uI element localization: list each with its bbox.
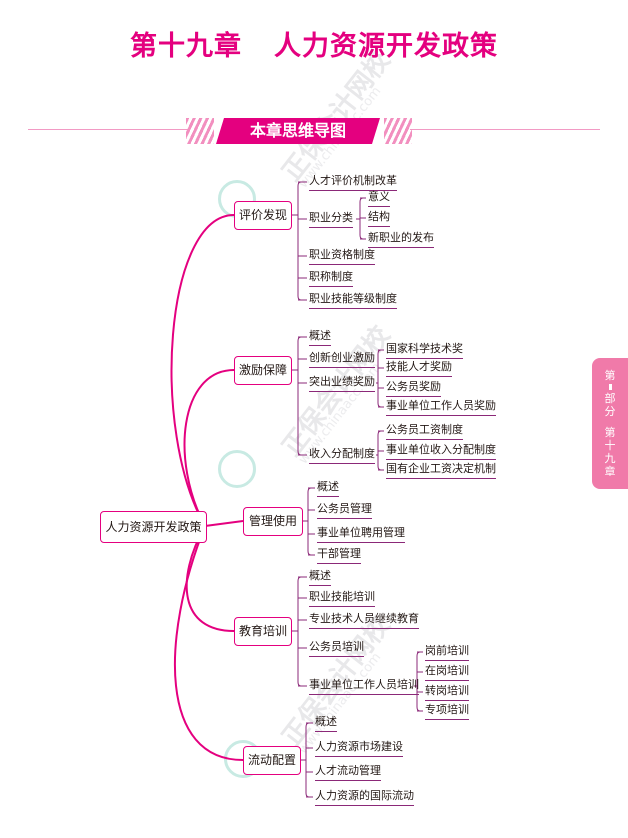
leaf-node: 人才流动管理 bbox=[315, 764, 381, 781]
connector-root-guanli bbox=[204, 520, 244, 527]
leaf-node: 突出业绩奖励 bbox=[309, 375, 375, 392]
connector-root-pingjia bbox=[170, 214, 235, 527]
side-tab-char: 第 bbox=[604, 426, 616, 439]
chapter-number: 第十九章 bbox=[130, 31, 242, 62]
mindmap-root: 人力资源开发政策 bbox=[100, 511, 207, 543]
leaf-node: 国有企业工资决定机制 bbox=[386, 462, 496, 479]
leaf-node: 人力资源市场建设 bbox=[315, 740, 403, 757]
leaf-node: 收入分配制度 bbox=[309, 447, 375, 464]
chapter-side-tab[interactable]: 第 部 分 第 十 九 章 bbox=[592, 358, 628, 489]
leaf-node: 岗前培训 bbox=[425, 644, 469, 661]
part-number-mark bbox=[608, 384, 612, 390]
branch-pingjia-faxian: 评价发现 bbox=[234, 201, 292, 230]
chapter-title: 第十九章 人力资源开发政策 bbox=[0, 24, 628, 63]
leaf-node: 职业分类 bbox=[309, 211, 353, 228]
leaf-node: 专业技术人员继续教育 bbox=[309, 612, 419, 629]
leaf-node: 创新创业激励 bbox=[309, 351, 375, 368]
leaf-node: 新职业的发布 bbox=[368, 231, 434, 248]
leaf-node: 概述 bbox=[317, 480, 339, 497]
side-tab-char: 分 bbox=[604, 405, 616, 418]
banner-rule-left bbox=[28, 129, 188, 130]
connector-root-jiaoyu bbox=[185, 525, 235, 632]
banner-stripes-left bbox=[186, 118, 214, 144]
leaf-node: 概述 bbox=[309, 569, 331, 586]
leaf-node: 公务员培训 bbox=[309, 640, 364, 657]
leaf-node: 人力资源的国际流动 bbox=[315, 789, 414, 806]
side-tab-char: 十 bbox=[604, 439, 616, 452]
leaf-node: 公务员管理 bbox=[317, 502, 372, 519]
leaf-node: 职业技能培训 bbox=[309, 590, 375, 607]
leaf-node: 事业单位收入分配制度 bbox=[386, 443, 496, 460]
section-banner: 本章思维导图 bbox=[216, 118, 380, 144]
branch-liudong-peizhi: 流动配置 bbox=[243, 746, 301, 775]
leaf-node: 事业单位工作人员培训 bbox=[309, 678, 419, 695]
leaf-node: 意义 bbox=[368, 190, 390, 207]
leaf-node: 职业技能等级制度 bbox=[309, 292, 397, 309]
leaf-node: 概述 bbox=[309, 329, 331, 346]
leaf-node: 职业资格制度 bbox=[309, 248, 375, 265]
branch-jili-baozhang: 激励保障 bbox=[234, 356, 292, 385]
leaf-node: 在岗培训 bbox=[425, 664, 469, 681]
leaf-node: 干部管理 bbox=[317, 547, 361, 564]
leaf-node: 转岗培训 bbox=[425, 684, 469, 701]
connector-root-liudong bbox=[173, 525, 244, 761]
side-tab-char: 九 bbox=[604, 452, 616, 465]
leaf-node: 职称制度 bbox=[309, 270, 353, 287]
leaf-node: 国家科学技术奖 bbox=[386, 342, 463, 359]
leaf-node: 技能人才奖励 bbox=[386, 360, 452, 377]
branch-jiaoyu-peixun: 教育培训 bbox=[234, 617, 292, 646]
leaf-node: 专项培训 bbox=[425, 703, 469, 720]
leaf-node: 事业单位工作人员奖励 bbox=[386, 399, 496, 416]
side-tab-char: 章 bbox=[604, 465, 616, 478]
leaf-node: 事业单位聘用管理 bbox=[317, 526, 405, 543]
leaf-node: 公务员工资制度 bbox=[386, 423, 463, 440]
banner-stripes-right bbox=[384, 118, 412, 144]
leaf-node: 公务员奖励 bbox=[386, 380, 441, 397]
connector-root-jili bbox=[183, 369, 235, 527]
branch-guanli-shiyong: 管理使用 bbox=[243, 507, 303, 536]
banner-rule-right bbox=[410, 129, 600, 130]
leaf-node: 人才评价机制改革 bbox=[309, 174, 397, 191]
leaf-node: 结构 bbox=[368, 210, 390, 227]
chapter-name: 人力资源开发政策 bbox=[274, 31, 498, 62]
leaf-node: 概述 bbox=[315, 715, 337, 732]
side-tab-char: 第 bbox=[604, 369, 616, 382]
side-tab-char: 部 bbox=[604, 392, 616, 405]
